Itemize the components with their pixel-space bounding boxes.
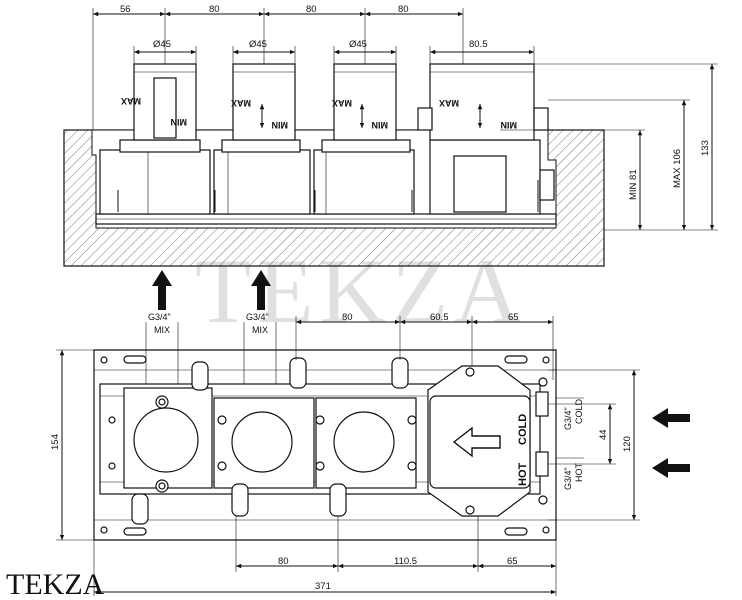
bottom-plan-view: COLD HOT G3/4" MIX G3/4" MIX 80 60.5 65 (50, 312, 640, 596)
min-mark-3: MIN (372, 120, 389, 130)
flow-arrow-icon (452, 426, 501, 458)
dim-min-81: MIN 81 (628, 169, 639, 200)
diameter-label-3: Ø45 (349, 39, 367, 50)
knob-3 (333, 63, 397, 141)
port-circle-3 (333, 411, 395, 473)
dim-mid-80: 80 (342, 312, 353, 323)
diverter-core (453, 155, 507, 213)
diameter-label-1: Ø45 (153, 39, 171, 50)
port-size-hot: G3/4" (563, 467, 573, 490)
inlet-size-1: G3/4" (148, 312, 171, 322)
box-label-cold: COLD (517, 414, 529, 445)
valve-body-2 (213, 149, 311, 215)
max-mark-2: MAX (231, 98, 251, 108)
up-arrow-1 (152, 270, 172, 310)
box-label-hot: HOT (517, 463, 529, 487)
dim-120: 120 (622, 436, 633, 452)
max-mark-1: MAX (121, 96, 141, 106)
dim-133: 133 (700, 140, 711, 156)
port-circle-1 (133, 407, 199, 473)
insertion-arrows (152, 270, 690, 478)
min-mark-2: MIN (272, 120, 289, 130)
dim-mid-60-5: 60.5 (430, 312, 449, 323)
port-name-hot: HOT (574, 463, 584, 483)
width-label-80-5: 80.5 (469, 39, 488, 50)
port-size-cold: G3/4" (563, 407, 573, 430)
port-name-cold: COLD (574, 398, 584, 424)
dim-mid-65: 65 (508, 312, 519, 323)
dim-max-106: MAX 106 (672, 149, 683, 188)
inlet-name-2: MIX (252, 325, 268, 335)
brand-logo-text: TEKZA (6, 568, 105, 600)
dim-bottom-80: 80 (278, 556, 289, 567)
top-section-view: MAX MAX MAX MAX MIN MIN MIN MIN 56 80 80… (63, 4, 718, 267)
min-mark-4: MIN (501, 120, 518, 130)
up-arrow-2 (251, 270, 271, 310)
port-circle-2 (231, 411, 293, 473)
dim-overall-371: 371 (315, 581, 331, 592)
dim-bottom-65: 65 (507, 556, 518, 567)
min-mark-1: MIN (171, 117, 188, 127)
max-mark-4: MAX (439, 98, 459, 108)
max-mark-3: MAX (332, 98, 352, 108)
left-arrow-hot (652, 458, 690, 478)
dim-top-56: 56 (120, 4, 131, 15)
dim-top-80-c: 80 (398, 4, 409, 15)
dim-height-154: 154 (50, 434, 61, 450)
valve-body-1 (99, 149, 211, 215)
diameter-label-2: Ø45 (249, 39, 267, 50)
inlet-name-1: MIX (154, 325, 170, 335)
dim-bottom-110-5: 110.5 (394, 556, 417, 567)
valve-body-3 (313, 149, 415, 215)
inlet-size-2: G3/4" (246, 312, 269, 322)
left-arrow-cold (652, 408, 690, 428)
dim-44: 44 (598, 429, 609, 440)
dim-top-80-b: 80 (306, 4, 317, 15)
dim-top-80-a: 80 (209, 4, 220, 15)
